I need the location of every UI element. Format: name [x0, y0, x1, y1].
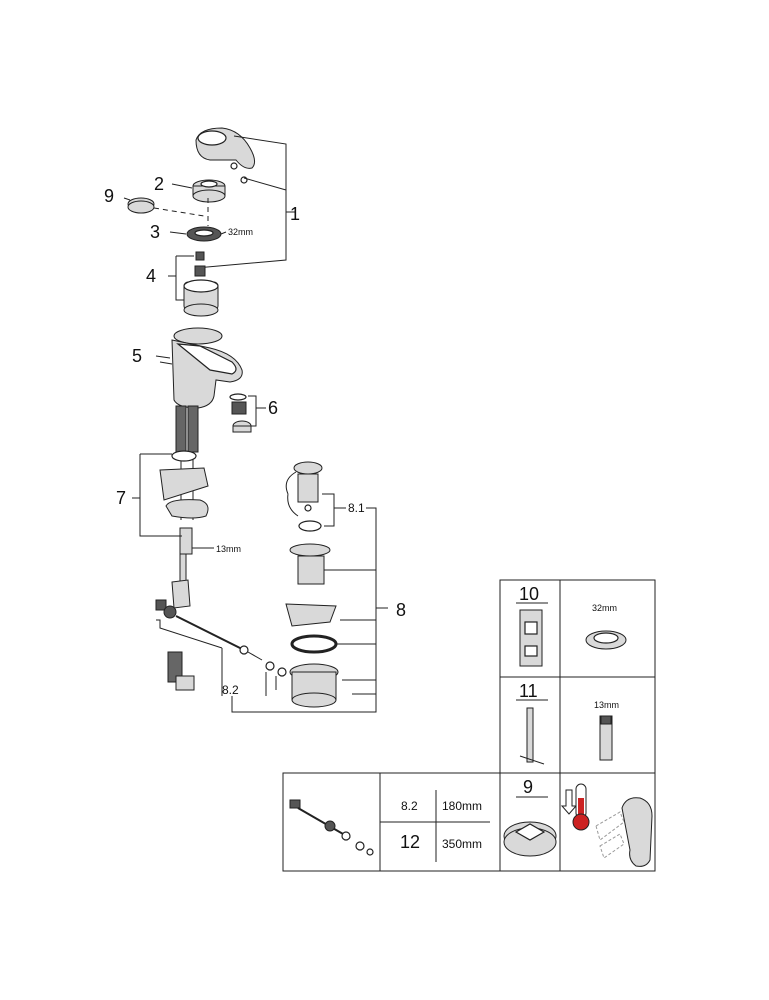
callout-8-1: 8.1	[348, 501, 365, 515]
lever-handle	[195, 127, 256, 184]
tool-11-size: 13mm	[594, 700, 619, 710]
popup-rod-assembly	[155, 579, 287, 691]
callout-3: 3	[150, 222, 160, 242]
callout-1: 1	[290, 204, 300, 224]
callout-8-2: 8.2	[222, 683, 239, 697]
lock-nut	[186, 226, 222, 242]
rod-8-2-label: 8.2	[401, 799, 418, 813]
callout-2: 2	[154, 174, 164, 194]
callout-6: 6	[268, 398, 278, 418]
rod-illustration	[289, 799, 374, 856]
callout-8: 8	[396, 600, 406, 620]
faucet-lever-icon	[595, 797, 653, 867]
mounting-set	[159, 450, 209, 585]
popup-waste	[285, 461, 339, 708]
hex-size-label: 13mm	[216, 544, 241, 554]
socket-32mm	[585, 630, 627, 650]
callout-4: 4	[146, 266, 156, 286]
bracket-1	[195, 135, 296, 269]
thermometer-icon	[572, 783, 590, 831]
socket-13mm	[599, 715, 613, 761]
callout-7: 7	[116, 488, 126, 508]
tool-10-number: 10	[519, 584, 539, 604]
tool-10-size: 32mm	[592, 603, 617, 613]
tool-table	[499, 579, 656, 872]
rod-8-2-length: 180mm	[442, 799, 482, 813]
rod-12-length: 350mm	[442, 837, 482, 851]
tool-11-number: 11	[519, 681, 538, 701]
callout-5: 5	[132, 346, 142, 366]
aerator	[229, 393, 252, 433]
temperature-lever-cell	[560, 783, 653, 867]
nut-size-label: 32mm	[228, 227, 253, 237]
cap-9-illustration	[503, 821, 557, 857]
small-cap	[127, 197, 155, 214]
cap-9-number: 9	[523, 777, 533, 797]
rod-length-table	[282, 772, 501, 872]
cover-cap	[192, 179, 226, 203]
callout-9: 9	[104, 186, 114, 206]
t-wrench-tool	[519, 707, 545, 765]
cartridge-wrench-tool	[519, 609, 543, 667]
rod-12-label: 12	[400, 832, 420, 852]
arrow-down-icon	[560, 789, 578, 815]
cartridge	[183, 251, 219, 317]
